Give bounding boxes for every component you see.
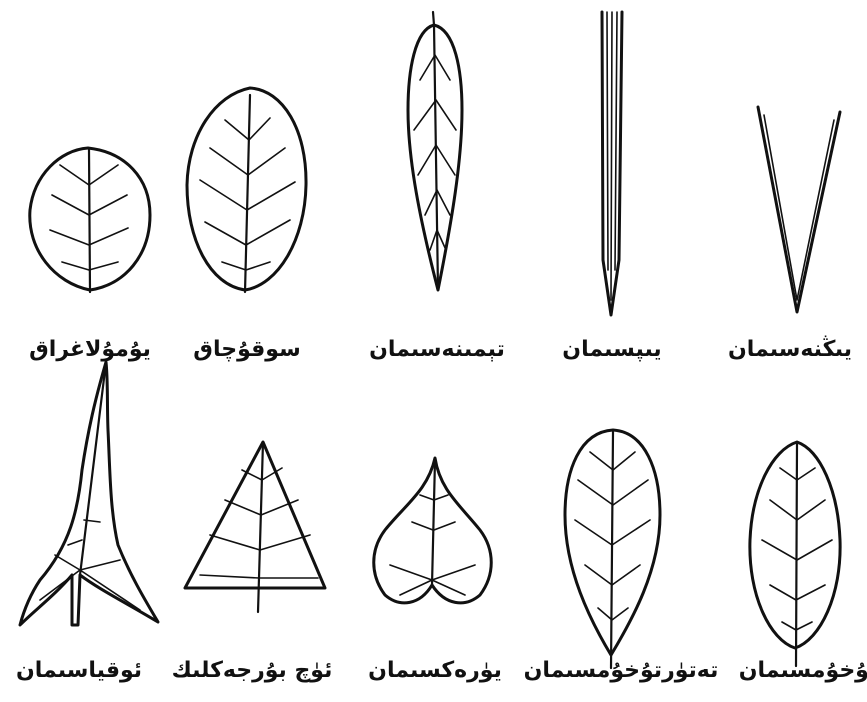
leaf-cordate — [374, 458, 492, 603]
label-obovate: تەتۈرتۇخۇمسىمان — [524, 657, 719, 685]
label-triangular: ئۈچ بۇرجەكلىك — [172, 657, 333, 685]
leaf-lanceolate — [408, 12, 462, 290]
leaf-linear — [602, 12, 622, 315]
label-oval: سوقۇچاق — [193, 336, 300, 364]
leaf-ovate — [750, 442, 840, 666]
leaf-sagittate — [20, 362, 158, 625]
leaf-obovate — [565, 430, 660, 668]
label-cordate: يۈرەكسىمان — [368, 657, 502, 685]
label-needle: يىڭنەسىمان — [728, 336, 852, 364]
label-sagittate: ئوقياسىمان — [16, 657, 142, 685]
label-ovate: تۇخۇمسىمان — [739, 657, 867, 685]
leaf-oval — [187, 88, 306, 292]
leaf-triangular — [185, 442, 325, 612]
label-linear: يىپسىمان — [562, 336, 661, 364]
leaf-needle — [758, 107, 840, 312]
label-lanceolate: تېمىنەسىمان — [369, 336, 505, 364]
leaf-round — [30, 148, 150, 292]
label-round: يۇمۇلاغراق — [29, 336, 151, 364]
